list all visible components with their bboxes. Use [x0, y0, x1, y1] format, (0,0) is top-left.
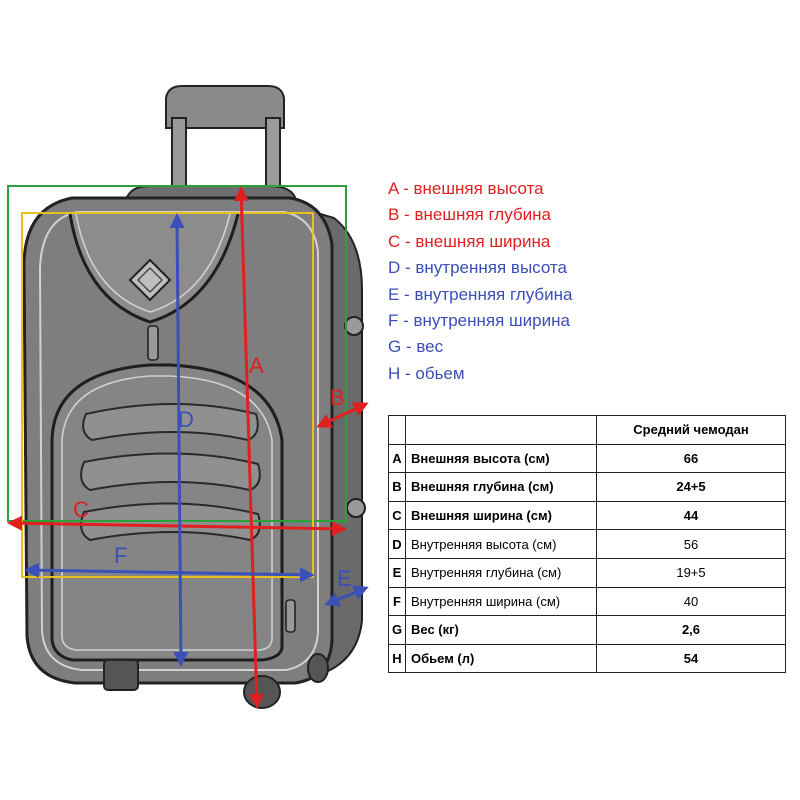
- row-letter: C: [388, 500, 406, 531]
- row-letter: G: [388, 615, 406, 645]
- row-letter: D: [388, 529, 406, 559]
- row-letter: F: [388, 586, 406, 617]
- row-parameter: Внешняя глубина (см): [405, 472, 597, 502]
- row-letter: H: [388, 643, 406, 674]
- row-value: 56: [596, 529, 786, 559]
- table-row: A Внешняя высота (см) 66: [388, 443, 786, 474]
- dimension-line-d: [169, 213, 189, 667]
- wheel-right: [243, 675, 281, 709]
- table-row: G Вес (кг) 2,6: [388, 615, 786, 645]
- row-parameter: Внутренняя глубина (см): [405, 557, 597, 588]
- side-knob-bottom: [346, 498, 366, 518]
- table-row: D Внутренняя высота (см) 56: [388, 529, 786, 559]
- dimension-label-e: E: [337, 566, 352, 591]
- specification-table: Средний чемодан A Внешняя высота (см) 66…: [388, 415, 786, 674]
- row-letter: A: [388, 443, 406, 474]
- dimension-label-f: F: [114, 543, 127, 568]
- row-parameter: Обьем (л): [405, 643, 597, 674]
- table-row: H Обьем (л) 54: [388, 643, 786, 674]
- row-value: 44: [596, 500, 786, 531]
- legend-item-a: A - внешняя высота: [388, 179, 544, 198]
- handle-rod-right: [265, 117, 281, 195]
- wheel-side: [307, 653, 329, 683]
- row-letter: E: [388, 557, 406, 588]
- table-row: C Внешняя ширина (см) 44: [388, 500, 786, 531]
- dimension-label-a: A: [249, 353, 264, 378]
- legend-item-c: C - внешняя ширина: [388, 231, 551, 251]
- handle-grip: [165, 85, 285, 129]
- legend-item-e: E - внутренняя глубина: [388, 284, 573, 304]
- dimension-label-c: C: [73, 497, 89, 522]
- dimension-line-e: [324, 585, 369, 607]
- row-parameter: Внутренняя высота (см): [405, 529, 597, 559]
- table-header-row: Средний чемодан: [388, 415, 786, 445]
- dimension-line-a: [233, 186, 265, 709]
- legend-item-f: F - внутренняя ширина: [388, 311, 570, 331]
- row-letter: B: [388, 472, 406, 502]
- table-row: B Внешняя глубина (см) 24+5: [388, 472, 786, 502]
- row-parameter: Вес (кг): [405, 615, 597, 645]
- dimension-label-b: B: [330, 385, 345, 410]
- handle-rod-left: [171, 117, 187, 195]
- dimension-legend: A - внешняя высота B - внешняя глубина C…: [388, 176, 573, 387]
- row-value: 24+5: [596, 472, 786, 502]
- legend-item-g: G - вес: [388, 337, 444, 357]
- zipper-pull: [147, 325, 159, 361]
- dimension-line-f: [24, 562, 315, 583]
- legend-item-h: H - обьем: [388, 363, 465, 383]
- table-header-model: Средний чемодан: [596, 415, 786, 445]
- side-knob-top: [344, 316, 364, 336]
- row-value: 40: [596, 586, 786, 617]
- row-value: 54: [596, 643, 786, 674]
- row-value: 66: [596, 443, 786, 474]
- legend-item-b: B - внешняя глубина: [388, 205, 551, 225]
- foot-left: [103, 659, 139, 691]
- row-parameter: Внешняя высота (см): [405, 443, 597, 474]
- brand-logo: [128, 258, 172, 302]
- row-parameter: Внешняя ширина (см): [405, 500, 597, 531]
- dimension-label-d: D: [178, 407, 194, 432]
- table-row: F Внутренняя ширина (см) 40: [388, 586, 786, 617]
- row-value: 19+5: [596, 557, 786, 588]
- legend-item-d: D - внутренняя высота: [388, 258, 567, 278]
- table-row: E Внутренняя глубина (см) 19+5: [388, 557, 786, 588]
- row-value: 2,6: [596, 615, 786, 645]
- dimension-line-b: [316, 402, 369, 428]
- row-parameter: Внутренняя ширина (см): [405, 586, 597, 617]
